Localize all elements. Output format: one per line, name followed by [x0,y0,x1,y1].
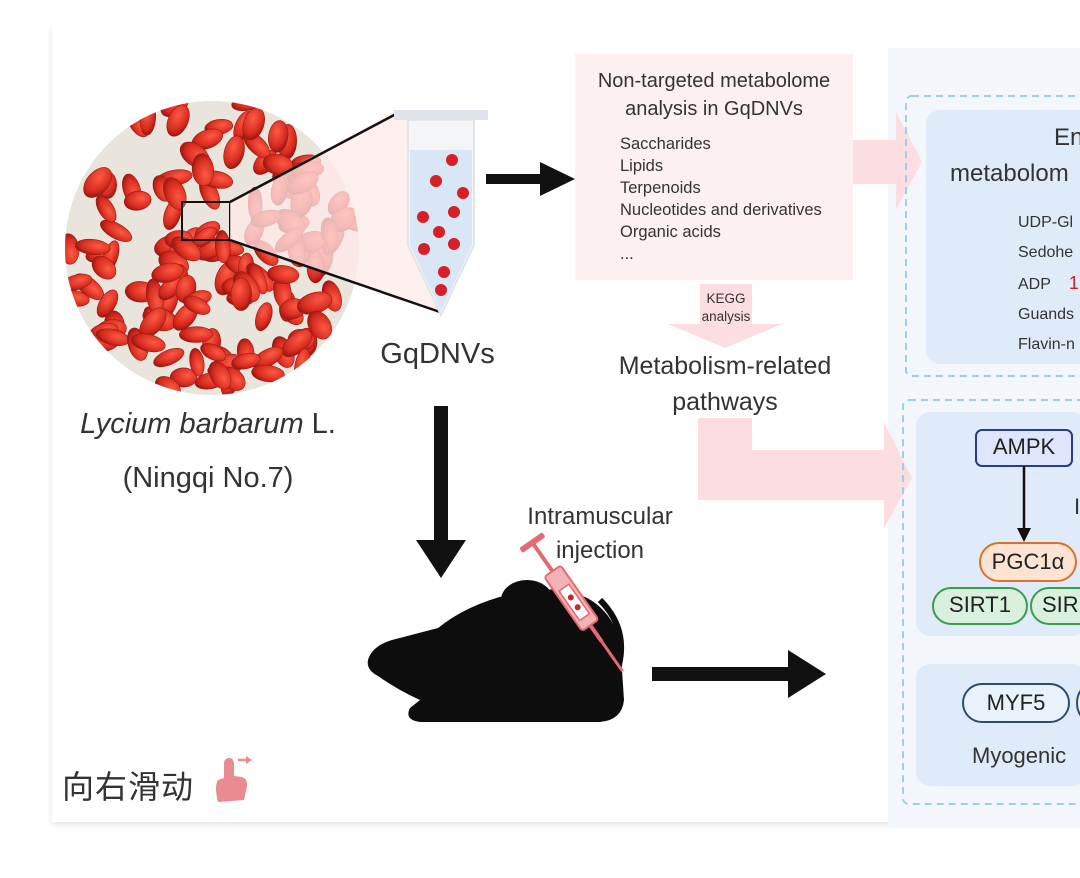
goji-berry [153,347,185,368]
goji-berry [182,295,211,315]
adp-label: ADP [1018,276,1051,293]
metabolite-list: UDP-Gl Sedohe ADP 1 Guands Flavin-n [1018,208,1079,360]
zoom-line-top [229,112,397,204]
adp-mark: 1 [1068,273,1079,293]
list-item: Terpenoids [620,179,701,197]
list-item: Saccharides [620,135,711,153]
injection-label: Intramuscular injection [500,500,700,568]
goji-berry [267,265,300,284]
kegg-line2: analysis [701,309,751,324]
sirt1-label: SIRT1 [949,592,1011,617]
list-item: UDP-Gl [1018,214,1074,231]
myf5-pill [962,683,1070,723]
sirt1-pill [932,587,1028,625]
goji-berry [268,120,289,153]
metabolome-title-line1: Non-targeted metabolome [597,70,831,92]
metabolite-panel [926,110,1080,364]
syringe-icon [519,532,624,673]
kegg-line1: KEGG [706,291,746,306]
vesicle-label: GqDNVs [380,338,495,370]
goji-berry [123,190,152,211]
metabolome-title-line2: analysis in GqDNVs [625,98,803,120]
dashed-panel-top [905,95,1080,377]
plant-species: Lycium barbarum [80,408,304,440]
goji-berry [208,360,232,390]
zoom-line-bottom [229,238,441,314]
list-item: ADP 1 [1018,268,1079,300]
sirt-pill-partial [1030,587,1080,625]
injection-line2: injection [555,537,645,564]
goji-berry [74,238,111,256]
metabolome-box [575,54,853,280]
list-item: Flavin-n [1018,336,1075,353]
hand-pointer-icon [216,756,252,802]
vesicle-tube-icon [394,110,488,318]
pathways-line1: Metabolism-related [618,352,832,380]
goji-berry [171,236,202,262]
sirt-partial-label: SIR [1042,592,1079,617]
goji-berry [307,310,332,340]
panel-title-line1: En [1054,124,1080,151]
kegg-arrow [668,284,782,348]
goji-berry [166,104,190,137]
side-letter: I [1074,494,1080,519]
panel-title-line2: metabolom [950,160,1069,187]
goji-berry [255,302,273,332]
goji-berry [189,348,205,377]
swipe-hint-text: 向右滑动 [62,768,195,806]
pathways-label: Metabolism-related pathways [590,348,860,420]
myogenic-caption: Myogenic [972,743,1067,768]
pink-arrow-top [853,112,922,210]
kegg-label: KEGG analysis [690,290,762,326]
goji-berry [231,352,261,370]
goji-berry [214,230,231,264]
list-item: Nucleotides and derivatives [620,201,822,219]
list-item: Sedohe [1018,244,1074,261]
arrow-to-metabolome [486,162,575,196]
ampk-label: AMPK [992,434,1056,459]
plant-name: Lycium barbarum L. [48,408,368,441]
arrow-to-results [652,650,826,698]
goji-berry [151,262,184,283]
injection-line1: Intramuscular [527,503,673,530]
goji-berry [191,153,214,187]
list-item: ... [620,245,634,263]
goji-berry [131,333,166,353]
pgc1a-label: PGC1α [991,549,1065,574]
metabolite-panel-content: En metabolom UDP-Gl Sedohe ADP 1 Guands F… [926,122,1080,372]
goji-berry [230,277,252,311]
myf5-label: MYF5 [986,690,1046,715]
myogenic-pill-partial [1076,689,1080,717]
arrow-down-to-mouse [416,406,466,578]
list-item: Guands [1018,306,1075,323]
swipe-hint[interactable]: 向右滑动 [62,762,194,808]
goji-berry [223,135,245,170]
pink-arrow-pathways [698,418,912,528]
plant-cultivar: (Ningqi No.7) [122,462,294,494]
goji-berry [200,343,227,362]
metabolome-title: Non-targeted metabolome analysis in GqDN… [576,67,852,123]
pathways-line2: pathways [672,388,778,416]
metabolite-class-list: Saccharides Lipids Terpenoids Nucleotide… [620,133,822,265]
mouse-icon [367,580,625,722]
list-item: Lipids [620,157,664,175]
goji-berry [251,364,285,383]
goji-berry [83,167,113,198]
dashed-panel-bottom [902,399,1080,805]
goji-berry [91,255,117,280]
zoom-highlight [230,112,441,312]
goji-berry [100,219,133,242]
goji-berry [179,326,213,343]
plant-suffix: L. [303,408,336,440]
pgc1a-pill [979,542,1077,582]
list-item: Organic acids [620,223,721,241]
goji-berry [96,289,119,318]
